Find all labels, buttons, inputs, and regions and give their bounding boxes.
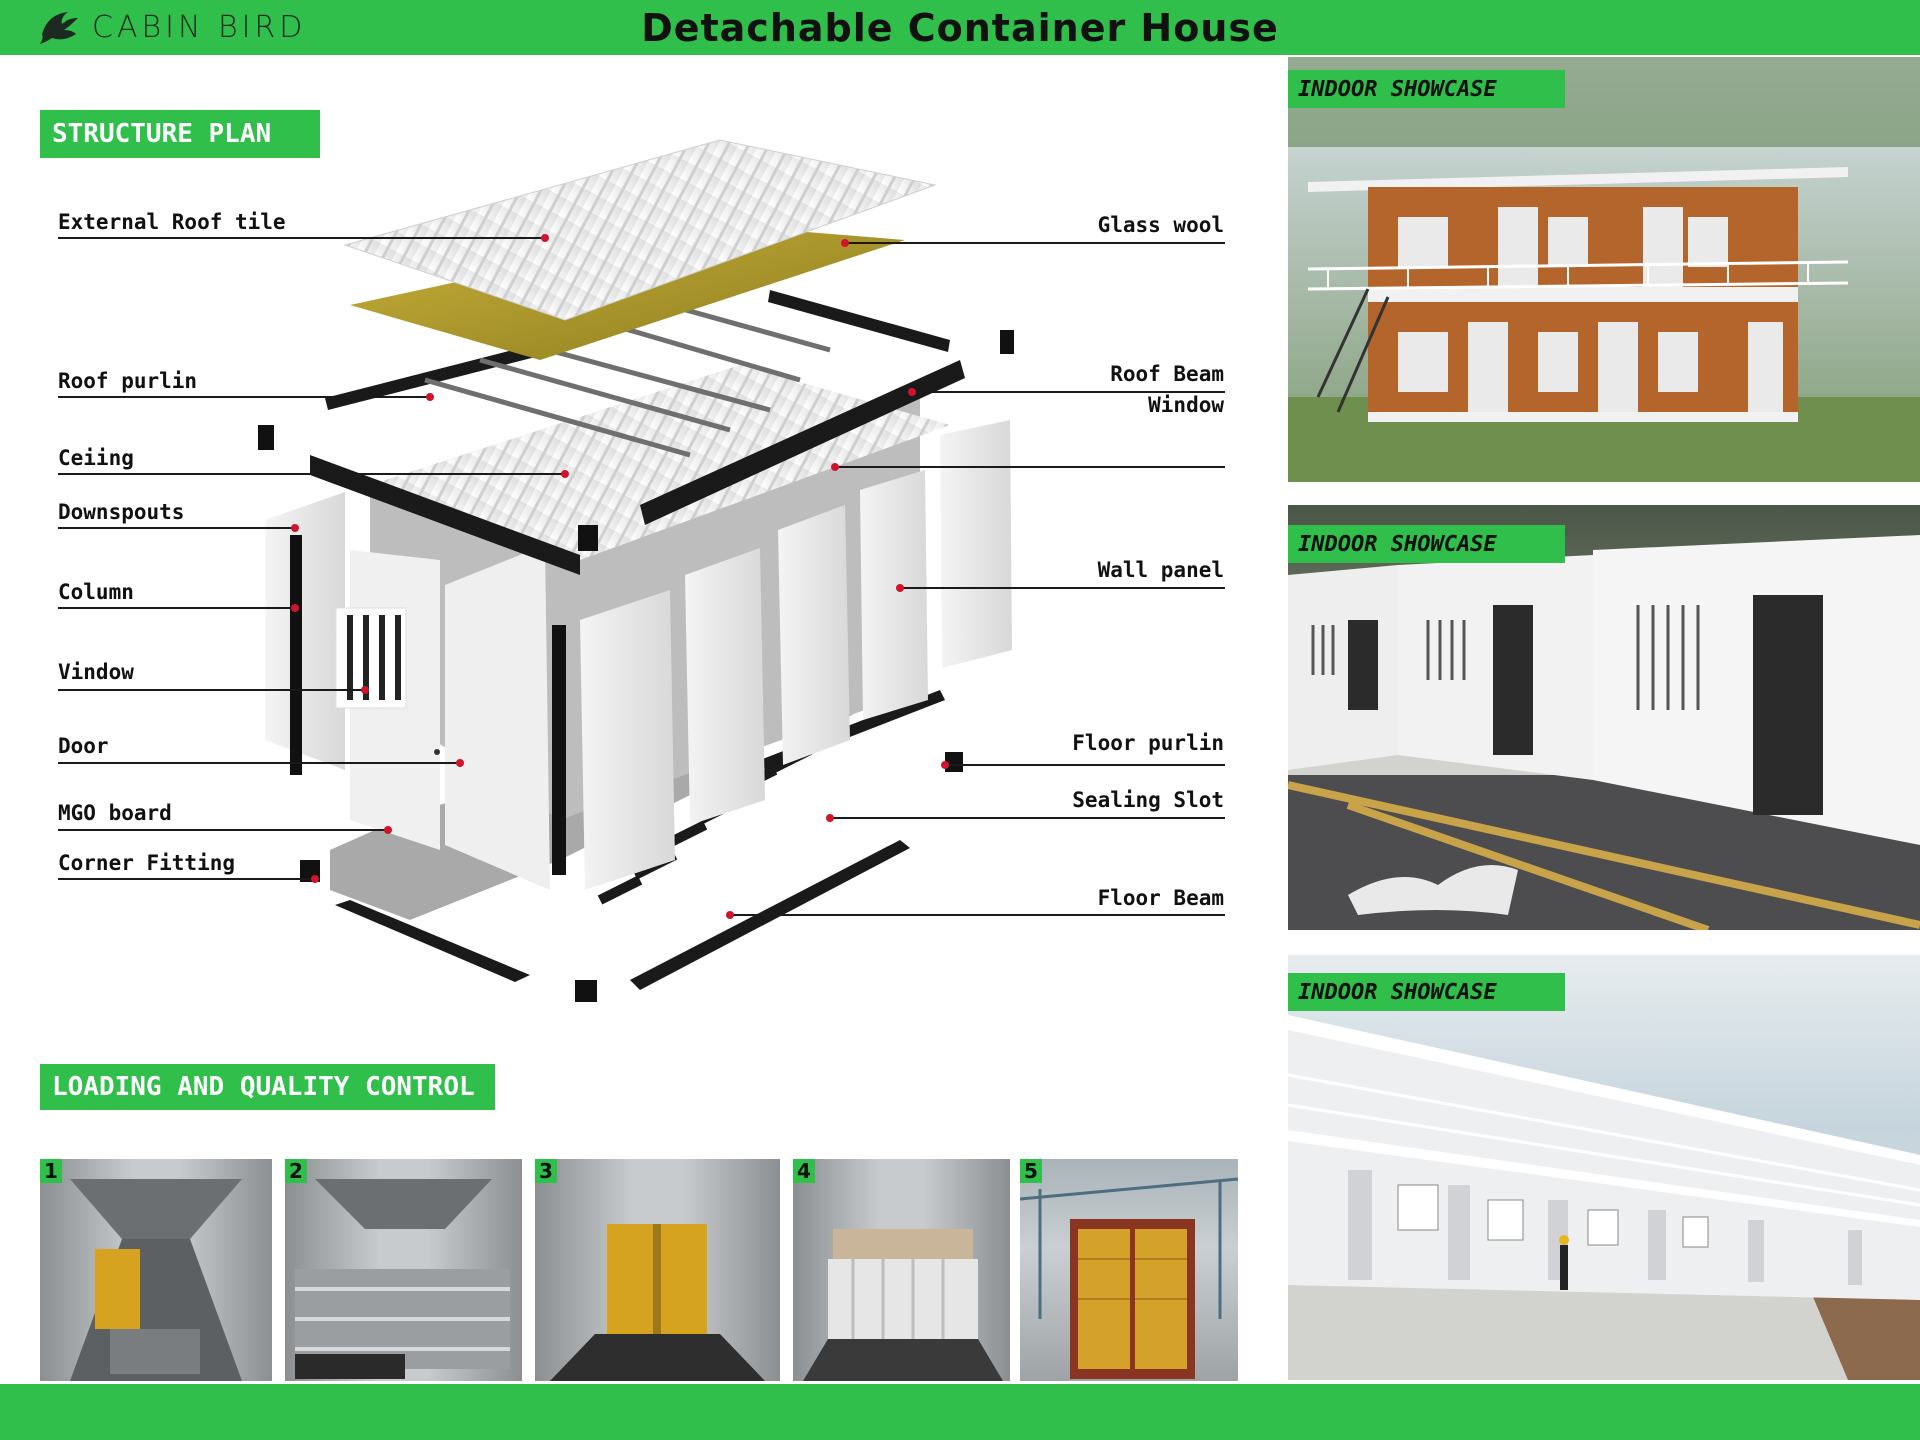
roof-beam-rear bbox=[768, 290, 950, 352]
container-interior-image bbox=[70, 1179, 242, 1381]
label-external-roof-tile: External Roof tile bbox=[58, 210, 286, 234]
brand-logo[interactable]: CABIN BIRD bbox=[38, 5, 306, 50]
showcase-tag-2: INDOOR SHOWCASE bbox=[1288, 525, 1565, 563]
structure-plan-tag: STRUCTURE PLAN bbox=[40, 110, 320, 158]
window-frame bbox=[335, 607, 407, 709]
label-corner-fitting: Corner Fitting bbox=[58, 851, 236, 875]
left-wall-panel bbox=[265, 492, 345, 770]
corner-fitting-right bbox=[945, 752, 963, 772]
corner-fitting-bottom bbox=[575, 980, 597, 1002]
label-roof-beam: Roof Beam bbox=[1110, 362, 1224, 386]
label-door: Door bbox=[58, 734, 109, 758]
wall-panel-d bbox=[860, 470, 928, 720]
label-downspouts: Downspouts bbox=[58, 500, 185, 524]
ceiling bbox=[370, 365, 950, 560]
container-interior-image bbox=[550, 1224, 765, 1381]
label-roof-purlin: Roof purlin bbox=[58, 369, 198, 393]
step-number-5: 5 bbox=[1020, 1159, 1042, 1183]
structure-diagram bbox=[58, 139, 1225, 1002]
corner-piece-c bbox=[1000, 330, 1014, 354]
showcase-photo-2 bbox=[1288, 505, 1920, 930]
roof-beam-left bbox=[310, 455, 580, 575]
single-container-houses-image bbox=[1288, 535, 1920, 930]
roof-beam-right bbox=[640, 360, 965, 525]
label-sealing-slot: Sealing Slot bbox=[1072, 788, 1224, 812]
leader-dots bbox=[291, 234, 949, 919]
container-exterior-image bbox=[1020, 1177, 1238, 1379]
column-front bbox=[552, 625, 566, 875]
loading-step-1: 1 bbox=[40, 1159, 272, 1381]
loading-step-3: 3 bbox=[535, 1159, 780, 1381]
step-number-4: 4 bbox=[793, 1159, 815, 1183]
step-number-2: 2 bbox=[285, 1159, 307, 1183]
leader-lines bbox=[58, 237, 1225, 916]
bird-icon bbox=[40, 11, 78, 44]
door-panel bbox=[445, 545, 550, 890]
wall-panel-b bbox=[685, 548, 765, 825]
wall-panel-e bbox=[940, 420, 1012, 668]
long-two-storey-block-image bbox=[1288, 1015, 1920, 1380]
label-ceiling: Ceiing bbox=[58, 446, 134, 470]
page-title: Detachable Container House bbox=[641, 6, 1279, 50]
showcase-tag-1: INDOOR SHOWCASE bbox=[1288, 70, 1565, 108]
wall-panel-c bbox=[778, 505, 850, 765]
label-wall-panel: Wall panel bbox=[1097, 558, 1224, 582]
container-interior-image bbox=[803, 1229, 1003, 1381]
external-roof-tile bbox=[343, 139, 937, 321]
label-vindow: Vindow bbox=[58, 660, 134, 684]
step-number-3: 3 bbox=[535, 1159, 557, 1183]
two-storey-wood-house-image bbox=[1288, 57, 1920, 482]
label-column: Column bbox=[58, 580, 134, 604]
label-floor-purlin: Floor purlin bbox=[1072, 731, 1224, 755]
loading-step-5: 5 bbox=[1020, 1159, 1238, 1381]
step-number-1: 1 bbox=[40, 1159, 62, 1183]
brand-name: CABIN BIRD bbox=[92, 10, 307, 45]
showcase-tag-3: INDOOR SHOWCASE bbox=[1288, 973, 1565, 1011]
wall-panel-a bbox=[580, 590, 675, 890]
label-mgo-board: MGO board bbox=[58, 801, 172, 825]
header-bar bbox=[0, 0, 1920, 55]
floor-beam-left bbox=[335, 900, 530, 982]
container-interior-image bbox=[295, 1179, 510, 1379]
label-glass-wool: Glass wool bbox=[1097, 213, 1224, 237]
footer-bar bbox=[0, 1384, 1920, 1440]
loading-step-2: 2 bbox=[285, 1159, 522, 1381]
showcase-photo-1 bbox=[1288, 57, 1920, 482]
loading-step-4: 4 bbox=[793, 1159, 1010, 1381]
corner-piece-a bbox=[258, 425, 274, 450]
label-floor-beam: Floor Beam bbox=[1097, 886, 1224, 910]
downspout bbox=[290, 535, 302, 775]
roof-beam-back bbox=[325, 338, 563, 410]
label-window: Window bbox=[1148, 393, 1224, 417]
showcase-photo-3 bbox=[1288, 955, 1920, 1380]
corner-piece-b bbox=[578, 525, 598, 551]
loading-quality-tag: LOADING AND QUALITY CONTROL bbox=[40, 1064, 495, 1110]
